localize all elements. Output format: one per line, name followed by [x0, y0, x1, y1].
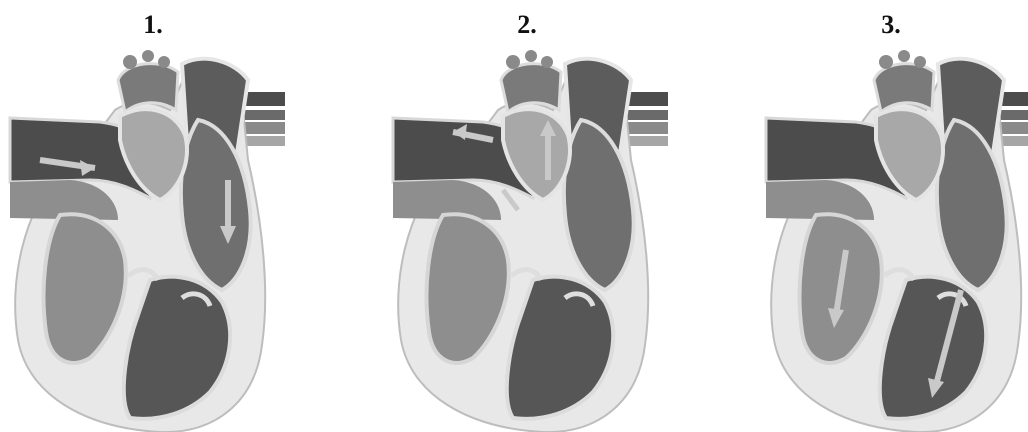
phase-panel-1: 1.	[0, 0, 342, 432]
heart-diagram-1	[0, 40, 342, 432]
phase-panel-2: 2.	[343, 0, 685, 432]
phase-label-1: 1.	[123, 10, 183, 40]
phase-label-3: 3.	[861, 10, 921, 40]
heart-diagram-3	[686, 40, 1028, 432]
heart-diagram-2	[343, 40, 685, 432]
phase-label-2: 2.	[497, 10, 557, 40]
phase-panel-3: 3.	[686, 0, 1028, 432]
